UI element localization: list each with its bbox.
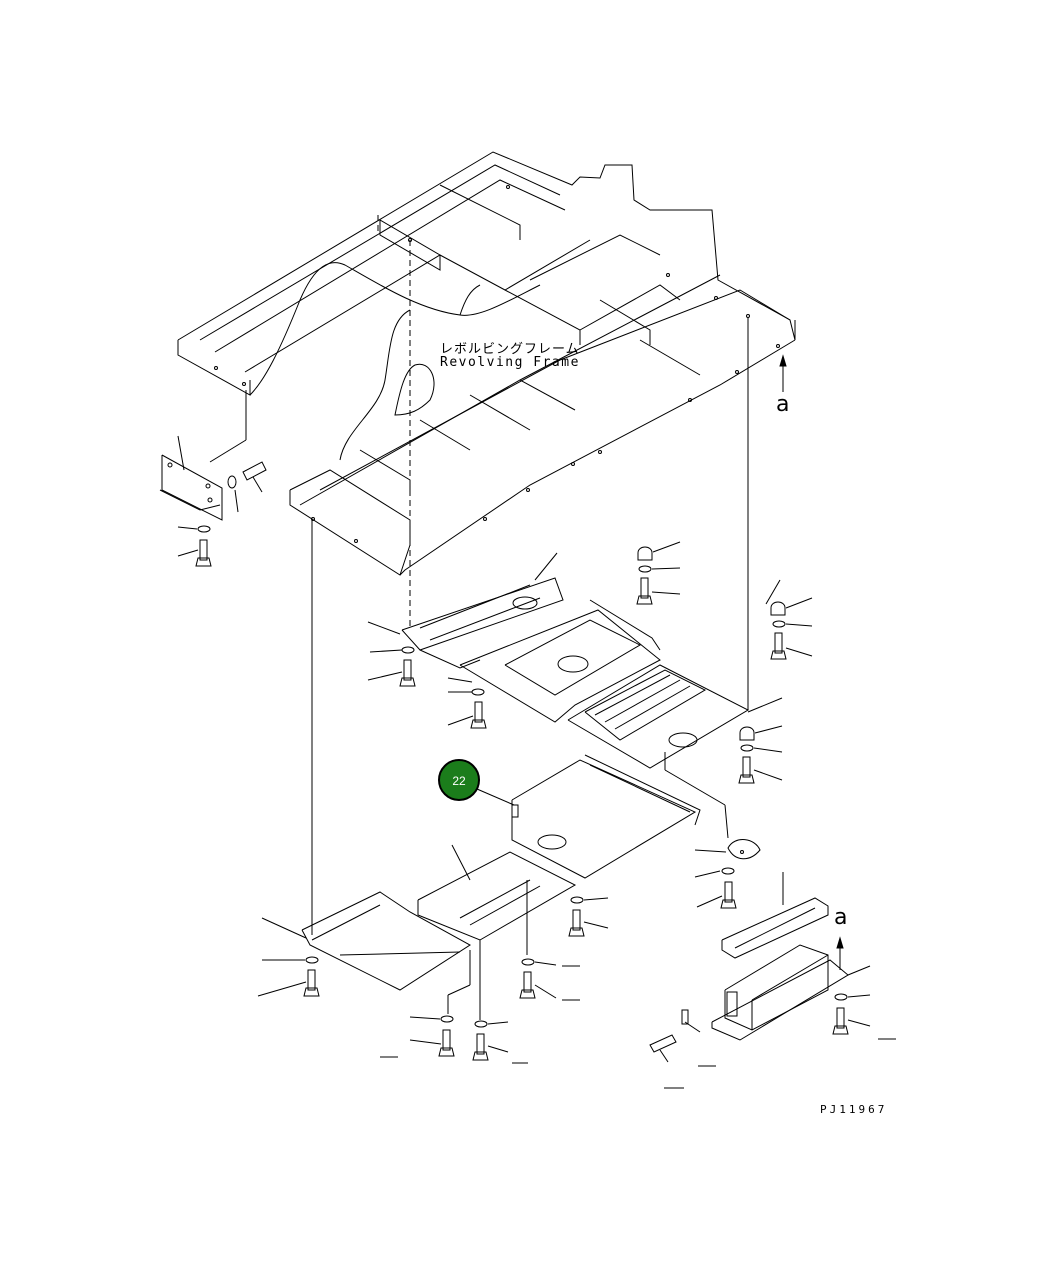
left-bracket-assembly — [159, 435, 267, 567]
revolving-frame — [177, 151, 796, 576]
box-assembly — [649, 872, 871, 1063]
upper-cover-right — [567, 664, 750, 839]
upper-cover-left — [367, 552, 564, 687]
drawing-number: PJ11967 — [820, 1103, 888, 1116]
frame-label-japanese: レボルビングフレーム — [440, 342, 580, 357]
frame-label-english: Revolving Frame — [440, 355, 580, 370]
lower-cover-left — [257, 891, 509, 1061]
bolt-stack-right-upper — [636, 541, 813, 784]
leader-tick-marks — [380, 965, 896, 1089]
projection-lines — [209, 215, 749, 935]
lower-cover-center — [417, 844, 609, 999]
cap-assembly — [694, 839, 761, 909]
view-arrow-label-bottom: a — [834, 905, 848, 930]
view-arrow-label-top: a — [776, 392, 790, 417]
cover-plate-22 — [476, 754, 701, 879]
upper-cover-center — [447, 599, 661, 729]
part-callout-22[interactable]: 22 — [438, 759, 480, 801]
view-arrow-top — [779, 354, 787, 392]
callout-number: 22 — [452, 774, 466, 788]
